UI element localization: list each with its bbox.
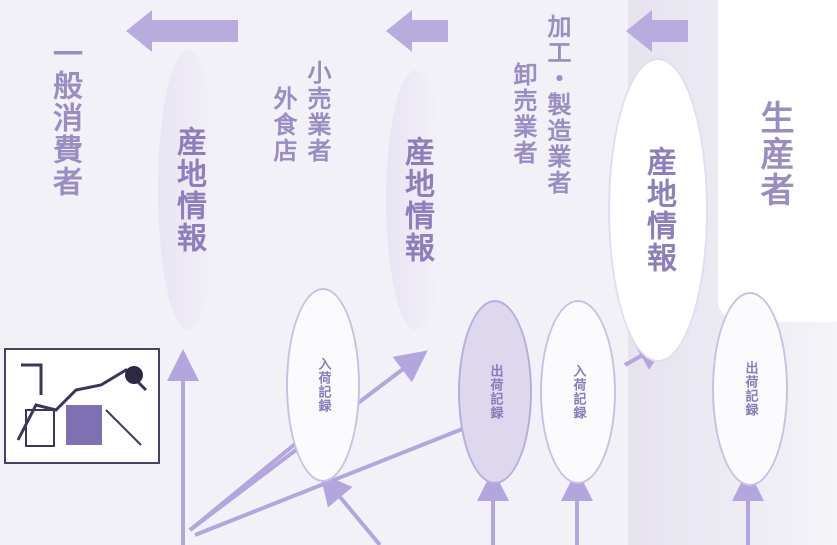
arrow-diag-2 bbox=[188, 438, 302, 532]
shipping-record-processor: 出荷記録 bbox=[458, 300, 532, 484]
producer-panel bbox=[718, 0, 837, 322]
origin-info-left: 産地情報 bbox=[158, 50, 218, 330]
shipping-record-producer: 出荷記録 bbox=[712, 292, 788, 486]
receiving-record-retailer: 入荷記録 bbox=[286, 288, 360, 482]
top-arrow-3 bbox=[626, 10, 688, 52]
retailer-label-2: 外食店 bbox=[269, 86, 297, 164]
top-arrow-2 bbox=[386, 10, 448, 52]
top-arrow-1 bbox=[126, 10, 238, 52]
arrow-diag-4 bbox=[319, 472, 382, 545]
producer-label: 生産者 bbox=[754, 100, 794, 208]
shopper-illustration bbox=[4, 348, 160, 464]
consumer-label: 一般消費者 bbox=[47, 38, 82, 198]
processor-label-2: 卸売業者 bbox=[509, 62, 537, 166]
processor-label-1: 加工・製造業者 bbox=[543, 14, 571, 196]
origin-info-right: 産地情報 bbox=[608, 58, 708, 362]
retailer-label-1: 小売業者 bbox=[303, 60, 331, 164]
origin-info-middle: 産地情報 bbox=[386, 70, 446, 330]
receiving-record-processor: 入荷記録 bbox=[540, 300, 616, 484]
